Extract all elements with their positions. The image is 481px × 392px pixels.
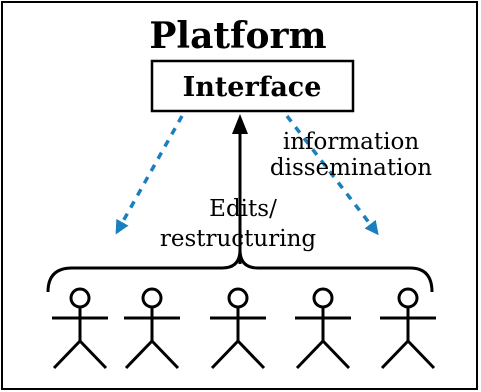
dissemination-arrow-right bbox=[285, 114, 379, 236]
dissemination-arrow-left bbox=[115, 115, 184, 235]
user-figure-icon bbox=[380, 287, 436, 370]
edits-label-line1: Edits/ bbox=[209, 196, 277, 222]
information-label-line1: information bbox=[283, 129, 419, 155]
user-figure-icon bbox=[295, 287, 351, 370]
interface-label: Interface bbox=[183, 72, 322, 103]
platform-title: Platform bbox=[149, 15, 326, 57]
edits-label-line2: restructuring bbox=[160, 226, 317, 252]
user-group bbox=[52, 287, 436, 370]
edits-arrow-head bbox=[232, 114, 248, 134]
interface-box bbox=[150, 59, 355, 113]
user-figure-icon bbox=[52, 287, 108, 370]
user-figure-icon bbox=[124, 287, 180, 370]
users-brace bbox=[46, 249, 434, 293]
information-label-line2: dissemination bbox=[270, 155, 432, 181]
user-figure-icon bbox=[210, 287, 266, 370]
